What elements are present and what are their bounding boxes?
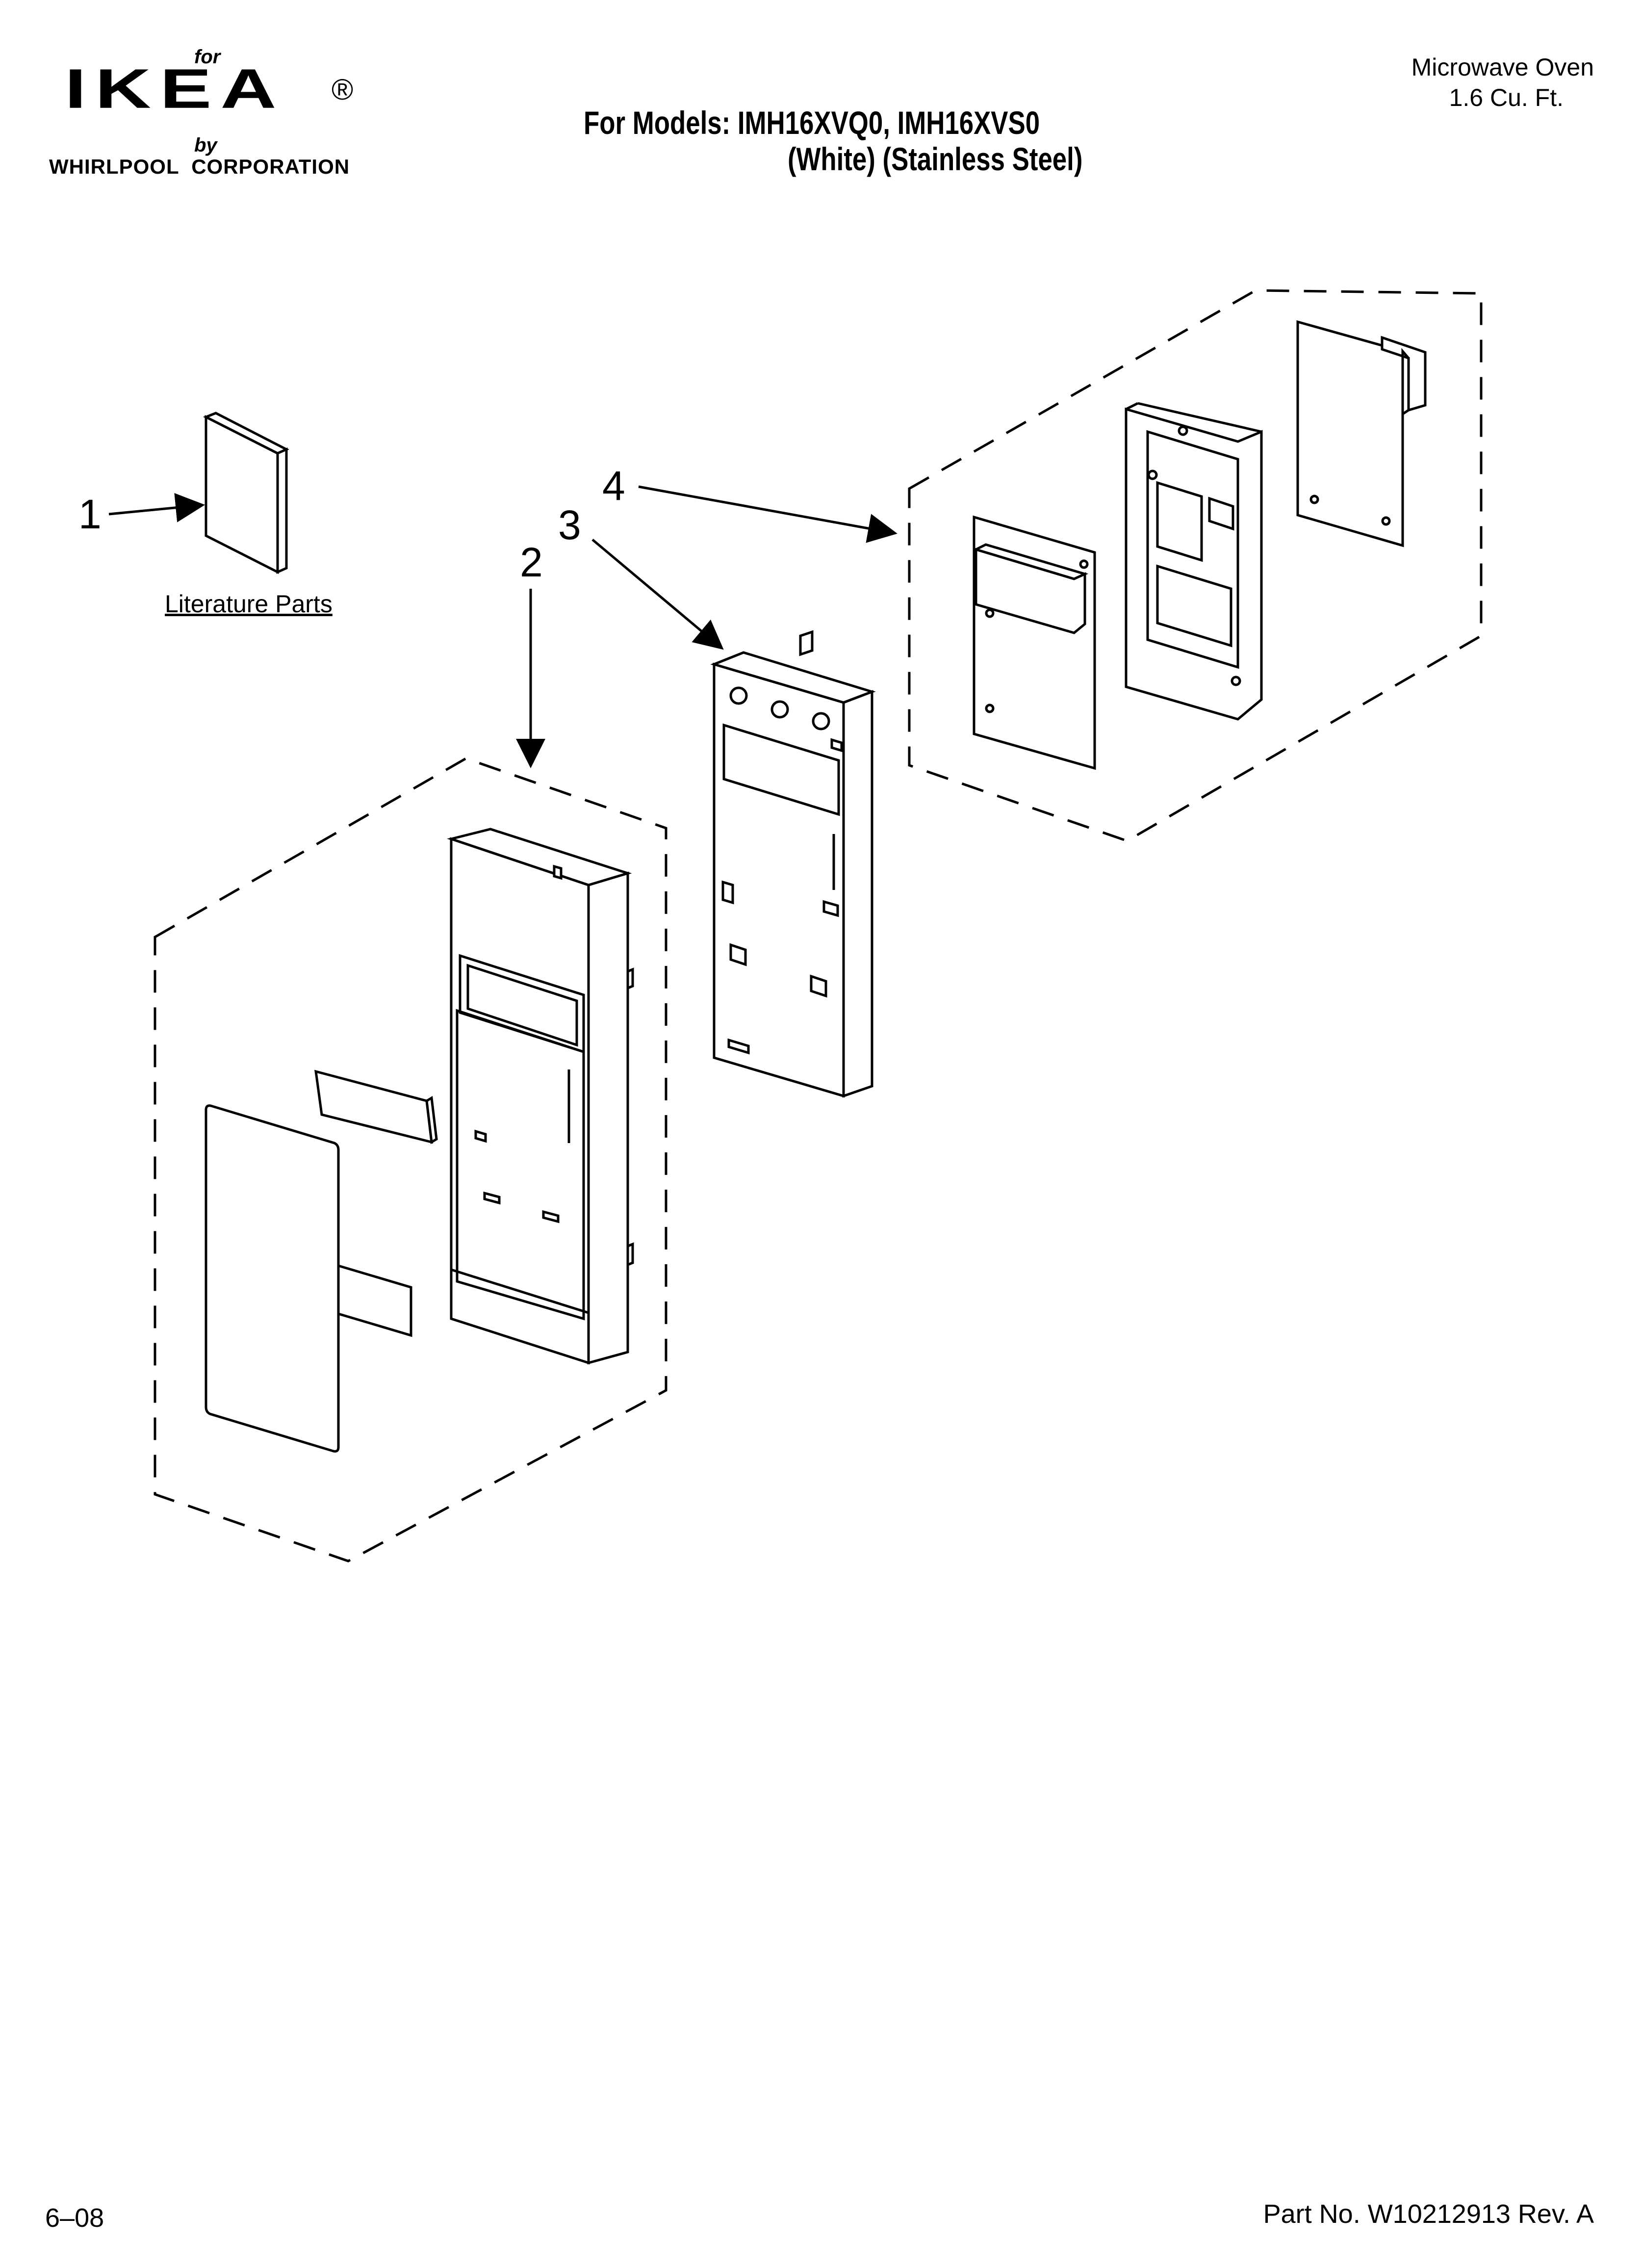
circuit-board-frame bbox=[1125, 402, 1263, 721]
dashed-group-4 bbox=[908, 289, 1483, 842]
product-name: Microwave Oven bbox=[1411, 53, 1594, 81]
callout-arrow-4 bbox=[638, 485, 898, 543]
models-heading: For Models: IMH16XVQ0, IMH16XVS0 bbox=[584, 104, 1040, 141]
power-board bbox=[1296, 320, 1427, 547]
callout-4: 4 bbox=[602, 463, 625, 509]
brand-for-text: for bbox=[194, 46, 221, 68]
control-panel-backplate bbox=[710, 630, 876, 1098]
touchpad-overlay bbox=[205, 1104, 340, 1453]
callout-3: 3 bbox=[558, 502, 581, 548]
brand-logo: IKEA bbox=[65, 57, 285, 120]
brand-corporation: WHIRLPOOL CORPORATION bbox=[49, 155, 350, 178]
control-panel-frame bbox=[447, 828, 634, 1365]
display-window-piece bbox=[314, 1069, 438, 1145]
colors-heading: (White) (Stainless Steel) bbox=[788, 141, 1083, 177]
dashed-group-2 bbox=[154, 757, 667, 1563]
membrane-piece bbox=[337, 1264, 412, 1337]
callout-arrow-1 bbox=[108, 493, 205, 522]
brand-by-text: by bbox=[194, 134, 217, 156]
literature-parts-label: Literature Parts bbox=[165, 590, 333, 618]
revision-date: 6–08 bbox=[45, 2203, 104, 2233]
part-number: Part No. W10212913 Rev. A bbox=[1263, 2199, 1594, 2229]
callout-2: 2 bbox=[520, 539, 543, 585]
literature-booklet bbox=[203, 412, 289, 574]
product-size: 1.6 Cu. Ft. bbox=[1449, 84, 1564, 111]
display-module bbox=[973, 515, 1096, 770]
callout-1: 1 bbox=[78, 491, 102, 537]
registered-mark: ® bbox=[332, 73, 354, 106]
callout-arrow-3 bbox=[591, 539, 724, 650]
